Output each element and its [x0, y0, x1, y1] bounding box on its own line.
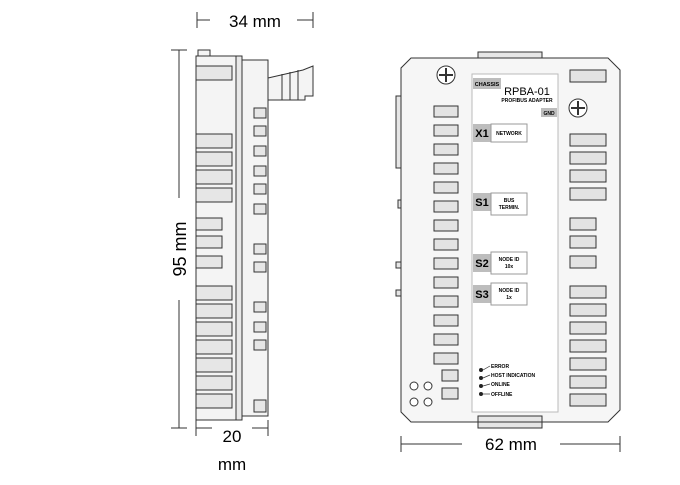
x1-id-box — [473, 124, 491, 142]
side-view — [171, 12, 314, 436]
screw-right-icon — [568, 98, 588, 118]
front-bottom-tab — [477, 421, 543, 429]
front-view — [395, 51, 621, 452]
depth-label-line2: mm — [218, 455, 246, 474]
x1-id: X1 — [475, 128, 488, 140]
dimension-95mm — [171, 49, 187, 429]
led-label-online: ONLINE — [491, 382, 511, 388]
chassis-label-box — [473, 78, 501, 89]
s2-text-line1: NODE ID — [499, 257, 520, 263]
width-top-label: 34 mm — [229, 12, 281, 31]
s3-text-line2: 1x — [506, 295, 512, 301]
s3-id: S3 — [475, 289, 488, 301]
s1-text-box — [490, 192, 528, 216]
led-label-error: ERROR — [491, 364, 509, 370]
side-top-tab — [197, 49, 211, 57]
gnd-label-box — [541, 108, 557, 117]
s3-text-box — [490, 282, 528, 306]
side-body-divider — [235, 55, 243, 421]
s3-id-box — [473, 285, 491, 303]
led-label-offline: OFFLINE — [491, 392, 513, 398]
depth-label-line1: 20 — [223, 427, 242, 446]
s2-id-box — [473, 254, 491, 272]
s2-id: S2 — [475, 258, 488, 270]
led-label-host-indication: HOST INDICATION — [491, 373, 535, 379]
subtitle-label: PROFIBUS ADAPTER — [501, 98, 553, 104]
dimension-34mm — [196, 12, 314, 28]
dimension-62mm — [400, 436, 621, 452]
s2-text-box — [490, 251, 528, 275]
s1-text-line1: BUS — [504, 198, 515, 204]
front-bottom-circles — [409, 381, 433, 407]
s1-id-box — [473, 193, 491, 211]
front-right-slots — [569, 69, 607, 407]
width-bottom-label: 62 mm — [485, 435, 537, 454]
front-left-slots — [433, 105, 459, 400]
side-left-slots — [195, 65, 233, 409]
s1-id: S1 — [475, 197, 488, 209]
led-indicators — [479, 368, 483, 396]
front-left-edge — [395, 95, 402, 169]
s1-text-line2: TERMIN. — [499, 205, 520, 211]
gnd-label: GND — [543, 111, 555, 117]
x1-text-box — [490, 123, 528, 143]
side-body-right — [241, 59, 269, 417]
side-right-slots — [253, 107, 267, 413]
x1-text: NETWORK — [496, 131, 522, 137]
height-left-label: 95 mm — [170, 221, 190, 276]
front-top-tab — [477, 51, 543, 59]
screw-left-icon — [436, 65, 456, 85]
s3-text-line1: NODE ID — [499, 288, 520, 294]
model-label: RPBA-01 — [504, 86, 550, 98]
dimension-20mm — [195, 420, 269, 436]
s2-text-line2: 10x — [505, 264, 514, 270]
chassis-label: CHASSIS — [475, 82, 500, 88]
